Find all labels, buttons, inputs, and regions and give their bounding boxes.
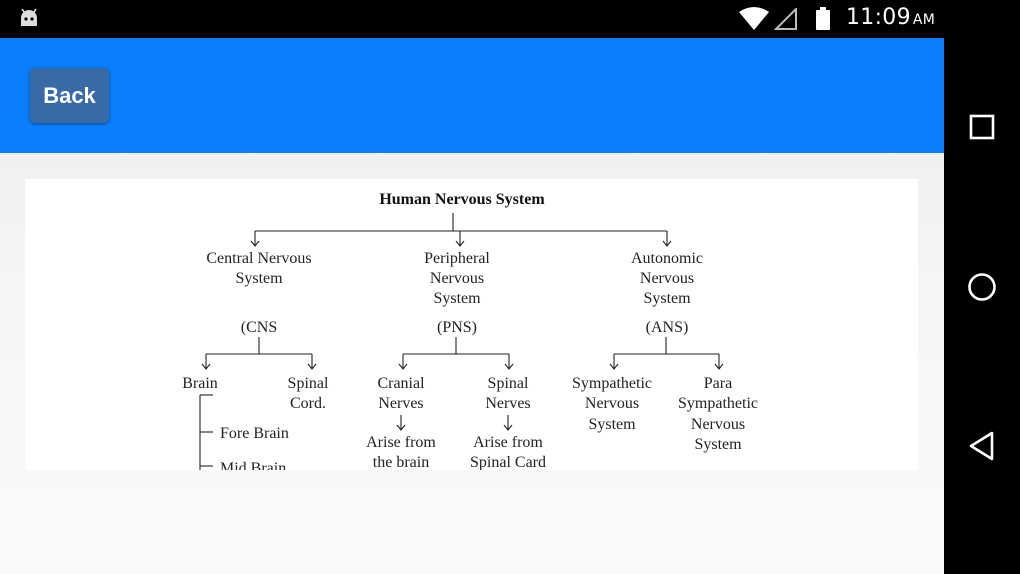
arrow-icon [714, 363, 724, 370]
arrow-icon [201, 363, 211, 370]
spinal-cord-label: Cord. [290, 395, 326, 412]
pns-label: Peripheral [424, 250, 490, 267]
parasympathetic-label: System [694, 436, 742, 453]
diagram-image: Human Nervous System Central Nervous Sys… [25, 179, 918, 470]
arrow-icon [307, 363, 317, 370]
ans-abbr: (ANS) [646, 319, 689, 336]
recents-button[interactable] [962, 107, 1002, 147]
android-icon [18, 8, 40, 33]
ans-label: Nervous [640, 270, 694, 287]
parasympathetic-label: Para [704, 375, 732, 392]
wifi-icon [738, 7, 770, 36]
sympathetic-label: Sympathetic [572, 375, 652, 392]
parasympathetic-label: Nervous [691, 416, 745, 433]
nervous-system-diagram: Human Nervous System Central Nervous Sys… [182, 191, 758, 470]
battery-icon [815, 7, 831, 36]
signal-icon [773, 6, 798, 35]
pns-label: System [433, 290, 481, 307]
parasympathetic-label: Sympathetic [678, 395, 758, 412]
cranial-origin-label: the brain [373, 454, 429, 470]
home-icon [968, 273, 996, 301]
arrow-icon [455, 240, 465, 247]
arrow-icon [662, 240, 672, 247]
mid-brain-label: Mid Brain [220, 460, 286, 470]
recents-icon [969, 114, 995, 140]
arrow-icon [503, 424, 513, 431]
app-content: Back Human Nervous System Central Nervou… [0, 38, 944, 574]
arrow-icon [609, 363, 619, 370]
arrow-icon [250, 240, 260, 247]
cns-label: System [235, 270, 283, 287]
spinal-origin-label: Spinal Card [470, 454, 546, 470]
cranial-nerves-label: Nerves [378, 395, 423, 412]
sympathetic-label: Nervous [585, 395, 639, 412]
cns-label: Central Nervous [206, 250, 311, 267]
diagram-title: Human Nervous System [379, 191, 545, 208]
ans-label: System [643, 290, 691, 307]
home-button[interactable] [962, 267, 1002, 307]
spinal-origin-label: Arise from [473, 434, 543, 451]
brain-label: Brain [182, 375, 218, 392]
pns-abbr: (PNS) [437, 319, 477, 336]
fore-brain-label: Fore Brain [220, 425, 289, 442]
spinal-nerves-label: Nerves [485, 395, 530, 412]
cranial-origin-label: Arise from [366, 434, 436, 451]
arrow-icon [504, 363, 514, 370]
back-icon [969, 431, 994, 461]
arrow-icon [396, 424, 406, 431]
arrow-icon [398, 363, 408, 370]
app-header: Back [0, 38, 944, 153]
pns-label: Nervous [430, 270, 484, 287]
sympathetic-label: System [588, 416, 636, 433]
cranial-nerves-label: Cranial [377, 375, 425, 392]
cns-abbr: (CNS [241, 319, 277, 336]
navigation-bar [944, 0, 1020, 574]
spinal-cord-label: Spinal [288, 375, 329, 392]
system-back-button[interactable] [962, 426, 1002, 466]
back-button[interactable]: Back [30, 68, 109, 123]
ans-label: Autonomic [631, 250, 703, 267]
spinal-nerves-label: Spinal [488, 375, 529, 392]
